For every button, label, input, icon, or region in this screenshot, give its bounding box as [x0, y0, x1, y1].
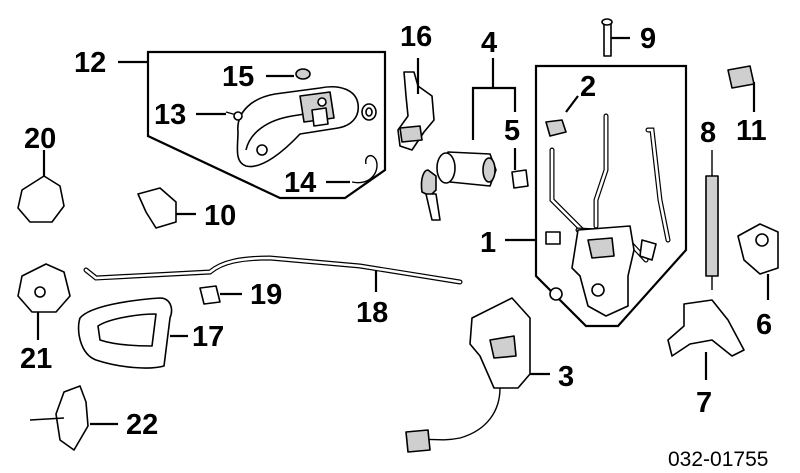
callout-15: 15 [222, 61, 254, 93]
callout-13: 13 [154, 99, 186, 131]
lever-22 [29, 385, 118, 451]
callout-17: 17 [192, 321, 224, 353]
callout-11: 11 [736, 115, 767, 147]
handle-pad-15 [295, 68, 311, 80]
callout-20: 20 [24, 123, 56, 155]
outside-handle-group-box [118, 50, 387, 200]
latch-bracket-7 [667, 299, 745, 380]
callout-6: 6 [756, 309, 772, 341]
actuator-20 [17, 150, 65, 223]
spring-clip-14 [351, 154, 378, 184]
actuator-21 [17, 263, 71, 340]
diagram-code: 032-01755 [668, 448, 768, 471]
callout-3: 3 [558, 361, 574, 393]
latch-mechanism-1 [545, 225, 657, 317]
callout-21: 21 [20, 343, 52, 375]
bracket-10 [137, 187, 196, 229]
grommet-2 [545, 95, 579, 137]
damper-rod-8 [705, 150, 719, 290]
callout-7: 7 [696, 387, 712, 419]
door-striker-6 [737, 223, 779, 300]
latch-assembly-group-box [505, 64, 688, 328]
callout-18: 18 [356, 297, 388, 329]
lock-rod-18 [83, 255, 463, 292]
callout-10: 10 [204, 200, 236, 232]
cylinder-bracket-lines-4 [471, 58, 517, 140]
callout-16: 16 [400, 21, 432, 53]
lock-pin-9 [601, 18, 630, 57]
outside-door-handle [236, 86, 360, 168]
callout-2: 2 [580, 71, 596, 103]
callout-9: 9 [640, 23, 656, 55]
door-latch-3 [469, 297, 550, 389]
screw-13 [225, 111, 243, 121]
callout-1: 1 [480, 227, 496, 259]
handle-bracket-16 [397, 58, 435, 151]
leader-lines [196, 74, 350, 184]
callout-12: 12 [74, 47, 106, 79]
callout-4: 4 [481, 27, 497, 59]
block-11 [727, 65, 756, 112]
callout-22: 22 [126, 409, 158, 441]
ring-washer [361, 103, 377, 121]
lock-cylinder [436, 151, 497, 187]
callout-5: 5 [504, 115, 520, 147]
latch-cable [405, 387, 501, 453]
door-key [420, 169, 441, 221]
callout-8: 8 [700, 117, 716, 149]
callout-19: 19 [250, 279, 282, 311]
callout-14: 14 [284, 167, 316, 199]
inside-door-handle-17 [77, 297, 188, 369]
rod-clip-19 [199, 285, 242, 305]
cylinder-clip-5 [511, 148, 529, 189]
